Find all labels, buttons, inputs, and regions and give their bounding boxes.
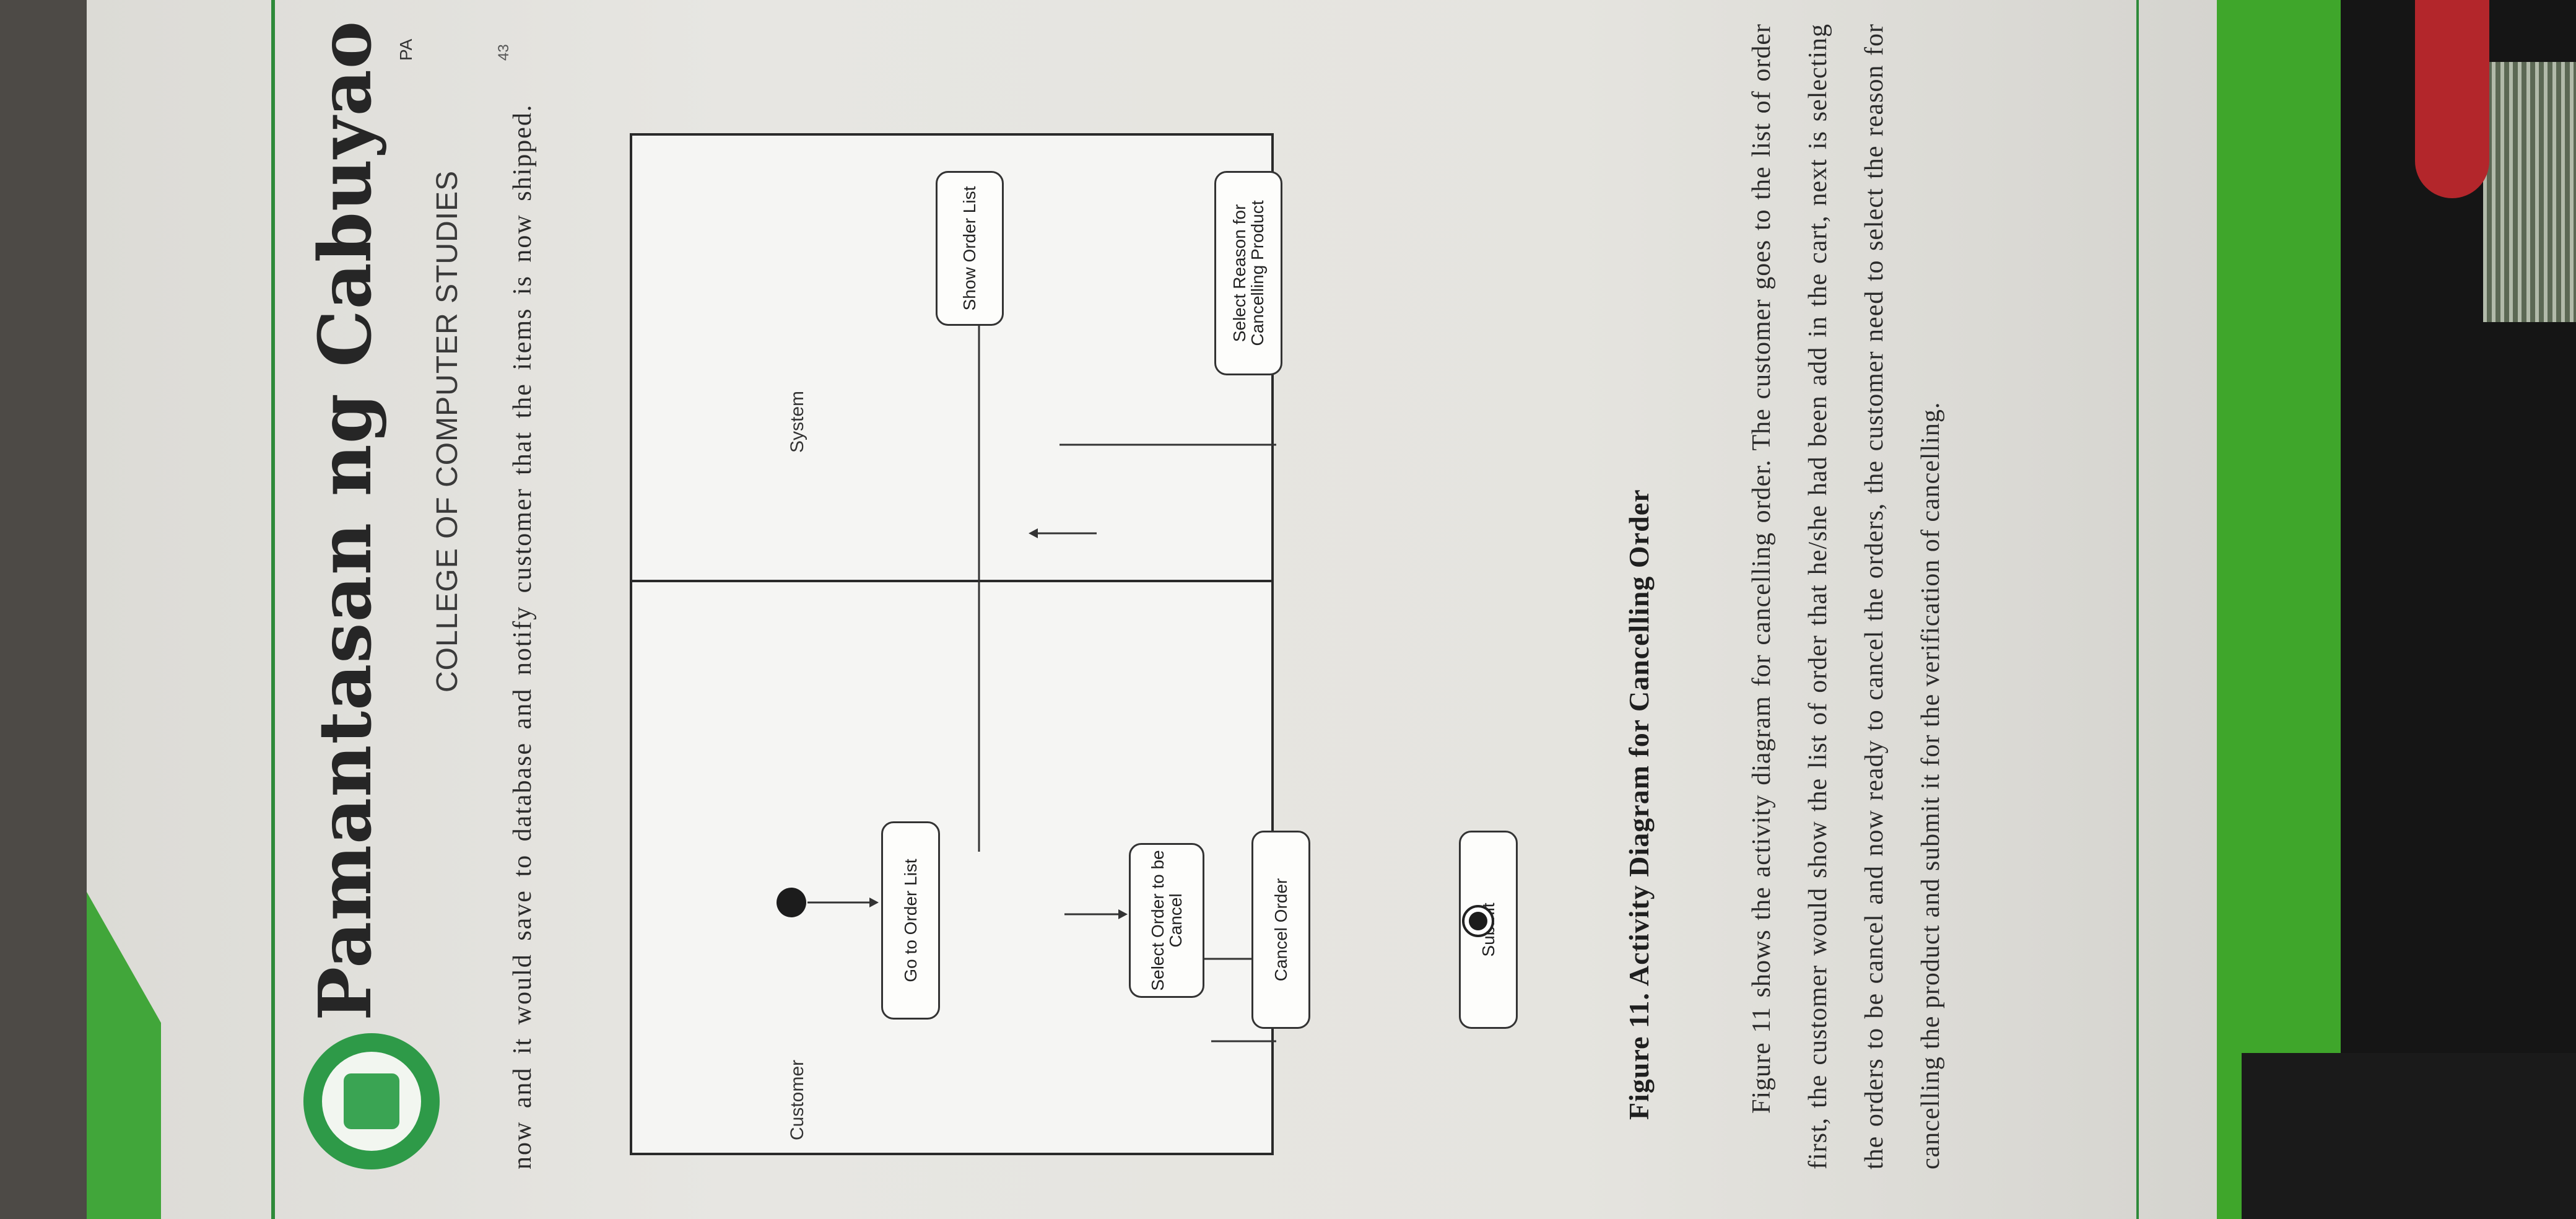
activity-select-reason: Select Reason for Cancelling Product — [1214, 171, 1282, 375]
activity-cancel-order: Cancel Order — [1251, 831, 1310, 1029]
page-content-rotated: PA 43 Pamantasan ng Cabuyao COLLEGE OF C… — [87, 0, 2217, 1219]
page-tag: PA — [396, 38, 416, 61]
background-grid-object — [2483, 62, 2576, 322]
header-rule — [271, 0, 275, 1219]
activity-diagram: Customer System — [630, 133, 1518, 1155]
initial-node — [777, 888, 806, 917]
logo-emblem — [344, 1073, 399, 1129]
logo-seal — [318, 1048, 425, 1155]
background-dark-left — [0, 0, 87, 1219]
activity-select-order-to-cancel: Select Order to be Cancel — [1129, 843, 1204, 998]
figure-caption: Figure 11. Activity Diagram for Cancelli… — [1623, 489, 1655, 1120]
intro-paragraph: now and it would save to database and no… — [508, 103, 537, 1169]
university-logo — [303, 1033, 440, 1169]
university-name: Pamantasan ng Cabuyao — [303, 20, 388, 1021]
activity-show-order-list: Show Order List — [936, 171, 1004, 326]
margin-rule — [2136, 0, 2139, 1219]
background-dark-bottom — [2242, 1053, 2576, 1219]
document-page: PA 43 Pamantasan ng Cabuyao COLLEGE OF C… — [87, 0, 2217, 1219]
activity-go-to-order-list: Go to Order List — [881, 821, 940, 1020]
activity-flow-arrows — [807, 317, 1276, 1042]
body-paragraph: Figure 11 shows the activity diagram for… — [1747, 24, 1945, 1169]
background-red-cable — [2415, 0, 2489, 198]
college-name: COLLEGE OF COMPUTER STUDIES — [431, 170, 464, 693]
final-node — [1462, 905, 1494, 937]
